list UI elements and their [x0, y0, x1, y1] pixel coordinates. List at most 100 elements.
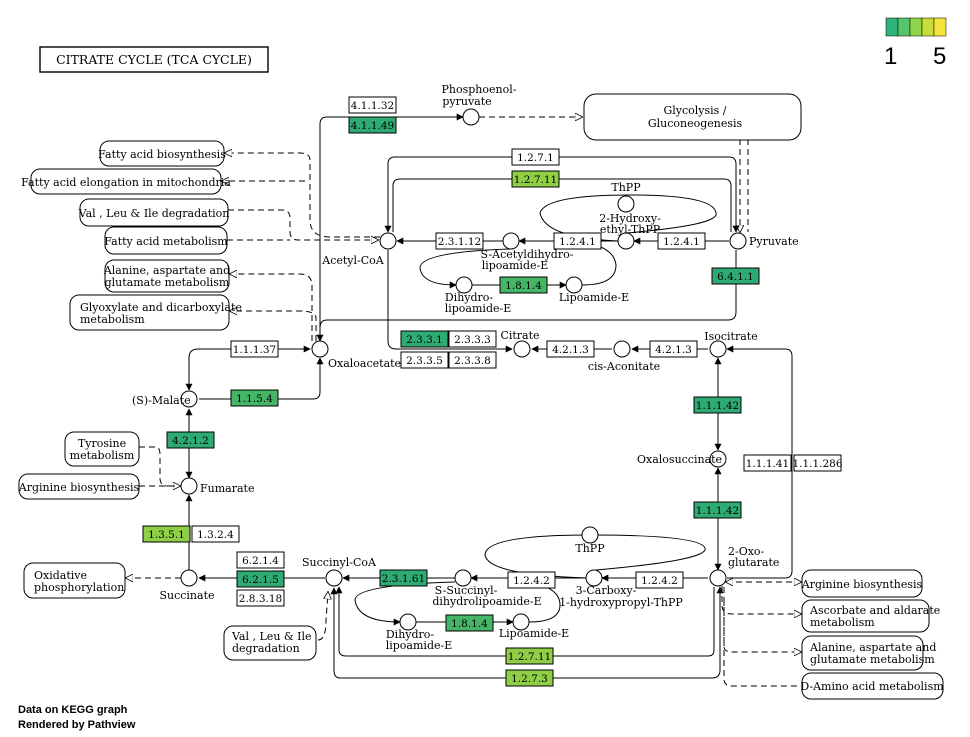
enzyme-e-1-8-1-4-bottom[interactable]: 1.8.1.4: [445, 614, 494, 632]
enzyme-e-2-3-3-5[interactable]: 2.3.3.5: [400, 351, 449, 369]
enzyme-e-1-2-7-11-bottom[interactable]: 1.2.7.11: [505, 647, 554, 665]
enzyme-e-1-2-7-3[interactable]: 1.2.7.3: [505, 669, 554, 687]
enzyme-box[interactable]: [435, 232, 484, 250]
enzyme-box[interactable]: [379, 569, 428, 587]
enzyme-box[interactable]: [348, 116, 397, 134]
compound-2-oxoglutarate[interactable]: [709, 569, 727, 587]
enzyme-e-1-1-1-42-b[interactable]: 1.1.1.42: [693, 501, 742, 519]
enzyme-box[interactable]: [507, 571, 556, 589]
compound-isocitrate[interactable]: [709, 340, 727, 358]
enzyme-box[interactable]: [448, 330, 497, 348]
map-fa-metabolism[interactable]: [104, 226, 228, 255]
enzyme-e-6-2-1-4[interactable]: 6.2.1.4: [236, 551, 285, 569]
enzyme-e-2-3-3-1[interactable]: 2.3.3.1: [400, 330, 449, 348]
enzyme-box[interactable]: [505, 647, 554, 665]
enzyme-e-6-4-1-1[interactable]: 6.4.1.1: [711, 267, 760, 285]
enzyme-box[interactable]: [546, 340, 595, 358]
compound-oxaloacetate[interactable]: [311, 340, 329, 358]
enzyme-box[interactable]: [711, 267, 760, 285]
compound-pep[interactable]: [462, 108, 480, 126]
enzyme-e-4-1-1-49[interactable]: 4.1.1.49: [348, 116, 397, 134]
compound-s-acetyldihydrolipoamide[interactable]: [502, 232, 520, 250]
enzyme-e-4-2-1-2[interactable]: 4.2.1.2: [166, 431, 215, 449]
enzyme-box[interactable]: [499, 276, 548, 294]
enzyme-e-1-1-5-4[interactable]: 1.1.5.4: [230, 389, 279, 407]
compound-acetyl-coa[interactable]: [379, 232, 397, 250]
compound-pyruvate[interactable]: [729, 232, 747, 250]
enzyme-e-1-2-4-2-b[interactable]: 1.2.4.2: [635, 571, 684, 589]
map-glyoxylate[interactable]: [69, 294, 230, 331]
compound-malate[interactable]: [180, 390, 198, 408]
enzyme-box[interactable]: [400, 351, 449, 369]
map-arginine-left[interactable]: [18, 473, 140, 500]
enzyme-e-1-2-4-1-b[interactable]: 1.2.4.1: [657, 232, 706, 250]
compound-succinyl-coa[interactable]: [325, 569, 343, 587]
enzyme-box[interactable]: [191, 525, 240, 543]
compound-succinate[interactable]: [180, 569, 198, 587]
compound-thpp-bottom[interactable]: [581, 526, 599, 544]
compound-lipoamide-bottom[interactable]: [512, 613, 530, 631]
compound-cis-aconitate[interactable]: [613, 340, 631, 358]
compound-thpp-top[interactable]: [617, 195, 635, 213]
map-val-leu-ile-bottom[interactable]: [223, 625, 317, 661]
compound-citrate[interactable]: [513, 340, 531, 358]
enzyme-e-1-2-4-2-a[interactable]: 1.2.4.2: [507, 571, 556, 589]
enzyme-e-1-1-1-42-a[interactable]: 1.1.1.42: [693, 396, 742, 414]
enzyme-box[interactable]: [511, 148, 560, 166]
enzyme-box[interactable]: [142, 525, 191, 543]
enzyme-e-2-8-3-18[interactable]: 2.8.3.18: [236, 589, 285, 607]
map-arginine-right[interactable]: [801, 569, 923, 598]
compound-dihydrolipoamide-bottom[interactable]: [399, 613, 417, 631]
map-glycolysis[interactable]: [583, 93, 802, 141]
map-fa-biosynthesis[interactable]: [99, 140, 225, 167]
enzyme-box[interactable]: [236, 551, 285, 569]
enzyme-e-2-3-3-8[interactable]: 2.3.3.8: [448, 351, 497, 369]
enzyme-box[interactable]: [230, 340, 279, 358]
enzyme-box[interactable]: [236, 589, 285, 607]
enzyme-e-1-3-2-4[interactable]: 1.3.2.4: [191, 525, 240, 543]
map-val-leu-ile-top[interactable]: [79, 198, 229, 227]
enzyme-e-1-8-1-4-top[interactable]: 1.8.1.4: [499, 276, 548, 294]
enzyme-box[interactable]: [793, 454, 842, 472]
compound-dihydrolipoamide-top[interactable]: [455, 276, 473, 294]
map-d-amino[interactable]: [801, 672, 944, 700]
compound-s-succinyldihydrolipoamide[interactable]: [454, 569, 472, 587]
enzyme-box[interactable]: [657, 232, 706, 250]
enzyme-e-4-2-1-3-b[interactable]: 4.2.1.3: [649, 340, 698, 358]
compound-hydroxyethyl-thpp[interactable]: [617, 232, 635, 250]
enzyme-box[interactable]: [511, 170, 560, 188]
enzyme-box[interactable]: [743, 454, 792, 472]
enzyme-e-1-2-4-1-a[interactable]: 1.2.4.1: [553, 232, 602, 250]
compound-lipoamide-top[interactable]: [565, 276, 583, 294]
enzyme-box[interactable]: [445, 614, 494, 632]
map-oxphos[interactable]: [23, 562, 126, 599]
enzyme-e-1-3-5-1[interactable]: 1.3.5.1: [142, 525, 191, 543]
map-tyrosine[interactable]: [64, 431, 140, 467]
compound-oxalosuccinate[interactable]: [709, 450, 727, 468]
map-alanine-bottom[interactable]: [801, 635, 924, 671]
compound-fumarate[interactable]: [180, 477, 198, 495]
enzyme-box[interactable]: [400, 330, 449, 348]
enzyme-box[interactable]: [553, 232, 602, 250]
map-ascorbate[interactable]: [801, 599, 930, 633]
enzyme-e-4-1-1-32[interactable]: 4.1.1.32: [348, 96, 397, 114]
enzyme-e-1-1-1-37[interactable]: 1.1.1.37: [230, 340, 279, 358]
enzyme-box[interactable]: [166, 431, 215, 449]
enzyme-e-1-2-7-11-top[interactable]: 1.2.7.11: [511, 170, 560, 188]
enzyme-e-6-2-1-5[interactable]: 6.2.1.5: [236, 570, 285, 588]
map-alanine-top[interactable]: [104, 259, 230, 293]
enzyme-box[interactable]: [693, 396, 742, 414]
enzyme-e-2-3-1-61[interactable]: 2.3.1.61: [379, 569, 428, 587]
enzyme-box[interactable]: [505, 669, 554, 687]
enzyme-box[interactable]: [230, 389, 279, 407]
enzyme-e-1-2-7-1[interactable]: 1.2.7.1: [511, 148, 560, 166]
enzyme-box[interactable]: [348, 96, 397, 114]
compound-carboxy-hydroxypropyl-thpp[interactable]: [585, 569, 603, 587]
enzyme-box[interactable]: [635, 571, 684, 589]
enzyme-e-1-1-1-41[interactable]: 1.1.1.41: [743, 454, 792, 472]
enzyme-e-2-3-3-3[interactable]: 2.3.3.3: [448, 330, 497, 348]
enzyme-e-4-2-1-3-a[interactable]: 4.2.1.3: [546, 340, 595, 358]
enzyme-box[interactable]: [448, 351, 497, 369]
enzyme-box[interactable]: [236, 570, 285, 588]
enzyme-box[interactable]: [649, 340, 698, 358]
